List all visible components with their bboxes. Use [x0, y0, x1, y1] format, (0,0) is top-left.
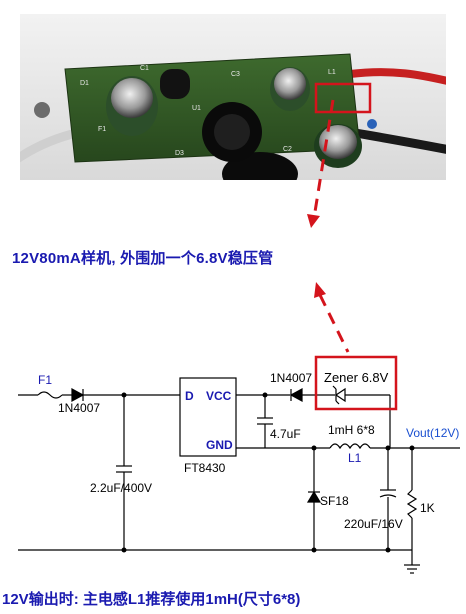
label-pin-d: D — [185, 389, 194, 403]
silkscreen-label: C3 — [231, 71, 240, 78]
caption-bottom: 12V输出时: 主电感L1推荐使用1mH(尺寸6*8) — [2, 591, 301, 608]
label-diode-in: 1N4007 — [58, 401, 100, 415]
label-fuse: F1 — [38, 373, 52, 387]
silkscreen-label: D3 — [175, 150, 184, 157]
zener-highlight-schematic — [314, 355, 398, 411]
caption-top: 12V80mA样机, 外围加一个6.8V稳压管 — [12, 250, 274, 267]
silkscreen-label: F1 — [98, 126, 106, 133]
label-sf18: SF18 — [320, 494, 349, 508]
label-diode-vcc: 1N4007 — [270, 371, 312, 385]
label-pin-vcc: VCC — [206, 389, 232, 403]
label-zener: Zener 6.8V — [324, 370, 389, 385]
zener-highlight-photo — [314, 82, 372, 114]
silkscreen-label: C1 — [140, 65, 149, 72]
pointer-arrow-upper — [307, 214, 320, 228]
label-ic: FT8430 — [184, 461, 226, 475]
silkscreen-label: C2 — [283, 146, 292, 153]
pointer-line-lower — [318, 294, 350, 353]
label-resistor: 1K — [420, 501, 435, 515]
pcb-photo: C1 C3 C2 U1 F1 D1 D3 L1 — [20, 14, 446, 180]
silkscreen-label: L1 — [328, 69, 336, 76]
label-pin-gnd: GND — [206, 438, 233, 452]
pointer-arrow-lower — [314, 282, 326, 298]
label-cap-in: 2.2uF/400V — [90, 481, 152, 495]
silkscreen-label: D1 — [80, 80, 89, 87]
label-inductor: L1 — [348, 451, 362, 465]
silkscreen-label: U1 — [192, 105, 201, 112]
label-vout: Vout(12V) — [406, 426, 459, 440]
label-inductor-value: 1mH 6*8 — [328, 423, 375, 437]
label-cap-out: 220uF/16V — [344, 517, 403, 531]
label-cap-vcc: 4.7uF — [270, 427, 301, 441]
